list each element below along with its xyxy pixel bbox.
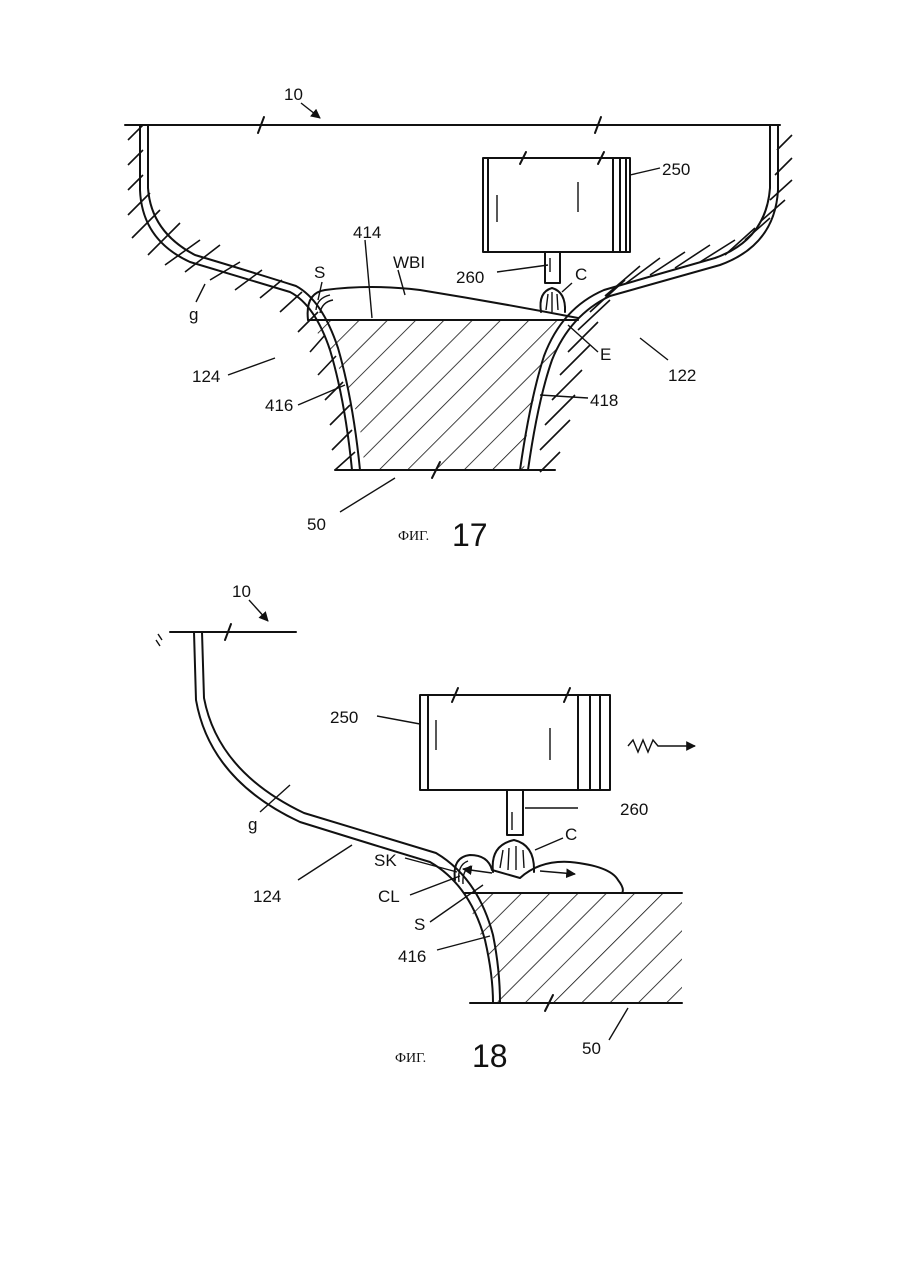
fig18-label-s: S xyxy=(414,915,425,934)
fig17-label-260: 260 xyxy=(456,268,484,287)
fig18-arc-c xyxy=(493,840,534,872)
fig18-caption-number: 18 xyxy=(472,1038,508,1074)
fig18-label-cl: CL xyxy=(378,887,400,906)
fig17-label-e: E xyxy=(600,345,611,364)
figure-18: 10 250 260 C g SK 124 CL S 416 50 ФИГ. 1… xyxy=(156,582,695,1074)
fig17-label-418: 418 xyxy=(590,391,618,410)
fig18-tool-head-250 xyxy=(420,688,610,790)
fig17-left-cavity-wall-inner xyxy=(148,125,360,470)
fig17-label-250: 250 xyxy=(662,160,690,179)
fig18-label-10: 10 xyxy=(232,582,251,601)
fig17-right-cavity-wall-outer xyxy=(528,125,778,470)
fig17-label-c: C xyxy=(575,265,587,284)
fig18-label-50: 50 xyxy=(582,1039,601,1058)
fig17-base-block-hatching xyxy=(300,318,590,478)
fig17-label-50: 50 xyxy=(307,515,326,534)
fig17-label-414: 414 xyxy=(353,223,381,242)
fig17-label-10: 10 xyxy=(284,85,303,104)
fig18-label-124: 124 xyxy=(253,887,281,906)
fig17-label-g: g xyxy=(189,305,198,324)
fig17-label-wb1: WBI xyxy=(393,253,425,272)
fig17-weld-bead-wb1 xyxy=(308,287,578,320)
fig18-label-260: 260 xyxy=(620,800,648,819)
fig18-flow-arrow-left xyxy=(463,869,492,873)
fig18-label-250: 250 xyxy=(330,708,358,727)
fig17-label-s: S xyxy=(314,263,325,282)
fig17-left-cavity-wall-outer xyxy=(140,125,352,470)
figure-17: 10 250 414 WBI S 260 C g E 122 124 416 4… xyxy=(125,85,792,553)
fig18-nozzle-260 xyxy=(507,790,523,835)
fig17-caption-prefix: ФИГ. xyxy=(398,529,429,544)
fig17-arc-c xyxy=(540,288,565,312)
fig18-label-416: 416 xyxy=(398,947,426,966)
fig18-cavity-wall-inner xyxy=(202,632,500,1003)
fig17-label-416: 416 xyxy=(265,396,293,415)
fig17-caption-number: 17 xyxy=(452,517,488,553)
fig18-left-tick xyxy=(156,634,162,646)
fig18-label-c: C xyxy=(565,825,577,844)
fig18-label-sk: SK xyxy=(374,851,397,870)
fig17-left-wall-hatching xyxy=(128,125,355,470)
fig17-label-122: 122 xyxy=(668,366,696,385)
fig17-nozzle-260 xyxy=(545,252,560,283)
fig17-tool-head-250 xyxy=(483,152,630,252)
fig17-label-124: 124 xyxy=(192,367,220,386)
fig18-travel-arrow xyxy=(628,740,695,752)
fig18-label-g: g xyxy=(248,815,257,834)
fig18-base-block-hatching xyxy=(460,890,690,1010)
fig18-flow-arrow-right xyxy=(540,871,575,874)
fig18-caption-prefix: ФИГ. xyxy=(395,1051,426,1066)
